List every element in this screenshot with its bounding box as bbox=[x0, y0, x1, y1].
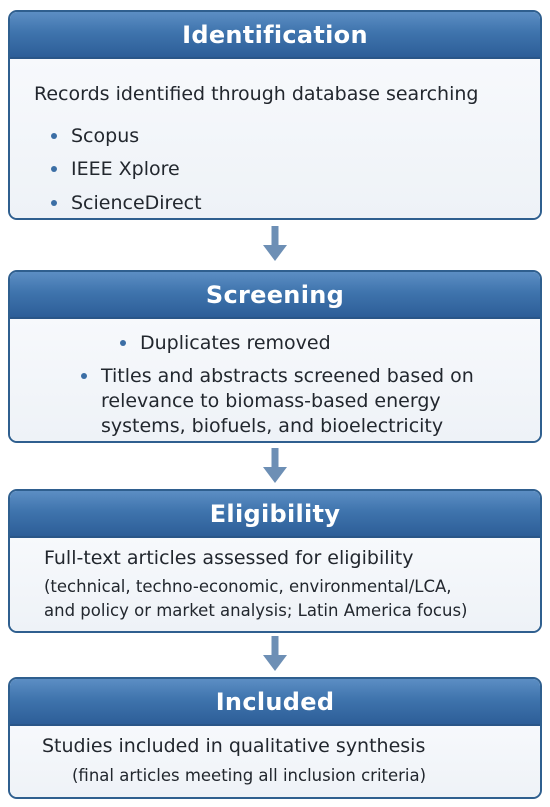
screening-item-titles: Titles and abstracts screened based on bbox=[101, 365, 474, 387]
bullet-icon bbox=[51, 133, 57, 139]
eligibility-title: Eligibility bbox=[209, 499, 341, 528]
database-item-ieee: IEEE Xplore bbox=[71, 158, 180, 180]
identification-box: Identification Records identified throug… bbox=[8, 10, 542, 220]
database-item-scopus: Scopus bbox=[71, 125, 140, 147]
included-title: Included bbox=[215, 687, 335, 716]
screening-header: Screening bbox=[10, 272, 540, 319]
down-arrow-icon bbox=[263, 448, 287, 483]
screening-body: Duplicates removed Titles and abstracts … bbox=[10, 319, 540, 441]
eligibility-detail-line-1: (technical, techno-economic, environment… bbox=[44, 577, 452, 596]
eligibility-main: Full-text articles assessed for eligibil… bbox=[44, 547, 414, 569]
down-arrow-icon bbox=[263, 226, 287, 261]
bullet-icon bbox=[51, 166, 57, 172]
eligibility-box: Eligibility Full-text articles assessed … bbox=[8, 489, 542, 633]
screening-item-systems: systems, biofuels, and bioelectricity bbox=[101, 415, 444, 437]
included-main: Studies included in qualitative synthesi… bbox=[42, 735, 426, 757]
identification-header: Identification bbox=[10, 12, 540, 59]
included-body: Studies included in qualitative synthesi… bbox=[10, 726, 540, 797]
identification-title: Identification bbox=[182, 20, 368, 49]
identification-intro: Records identified through database sear… bbox=[34, 83, 479, 105]
screening-title: Screening bbox=[205, 280, 345, 309]
screening-box: Screening Duplicates removed Titles and … bbox=[8, 270, 542, 443]
eligibility-body: Full-text articles assessed for eligibil… bbox=[10, 538, 540, 631]
eligibility-detail-line-2: and policy or market analysis; Latin Ame… bbox=[44, 601, 468, 620]
database-item-sciencedirect: ScienceDirect bbox=[71, 192, 202, 214]
included-header: Included bbox=[10, 679, 540, 726]
included-box: Included Studies included in qualitative… bbox=[8, 677, 542, 799]
screening-item-relevance: relevance to biomass-based energy bbox=[101, 390, 441, 412]
identification-body: Records identified through database sear… bbox=[10, 59, 540, 218]
bullet-icon bbox=[81, 373, 87, 379]
screening-item-duplicates: Duplicates removed bbox=[140, 332, 331, 354]
bullet-icon bbox=[51, 200, 57, 206]
bullet-icon bbox=[120, 340, 126, 346]
included-detail: (final articles meeting all inclusion cr… bbox=[72, 766, 427, 785]
down-arrow-icon bbox=[263, 636, 287, 671]
eligibility-header: Eligibility bbox=[10, 491, 540, 538]
